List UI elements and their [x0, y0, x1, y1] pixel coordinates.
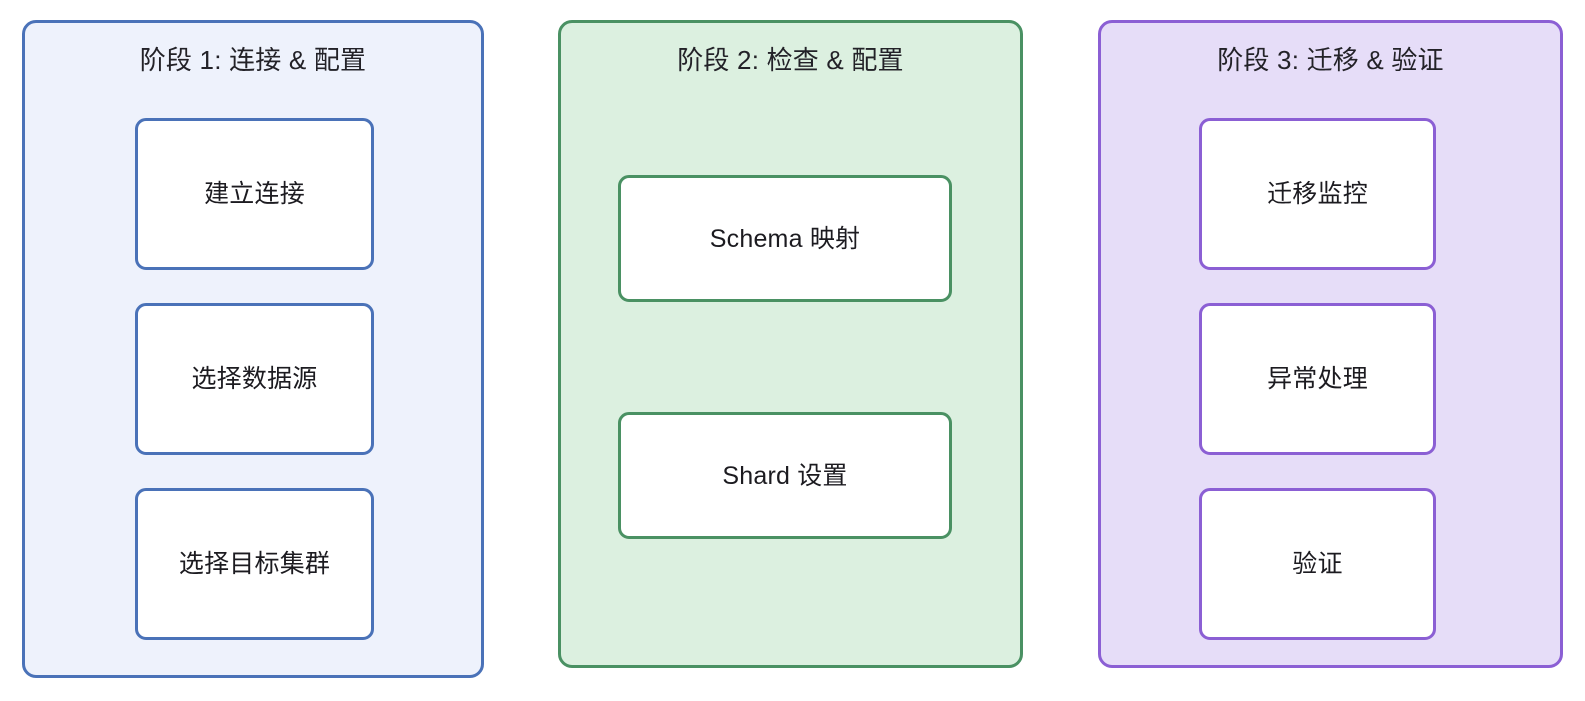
phase-1-step-2-select-data-source[interactable]: 选择数据源: [135, 303, 374, 455]
phase-1-step-1-establish-connection[interactable]: 建立连接: [135, 118, 374, 270]
phase-2-title: 阶段 2: 检查 & 配置: [677, 45, 904, 75]
phase-3-step-1-migration-monitoring[interactable]: 迁移监控: [1199, 118, 1436, 270]
phase-2-step-1-schema-mapping[interactable]: Schema 映射: [618, 175, 952, 302]
phase-panel-2: 阶段 2: 检查 & 配置 Schema 映射 Shard 设置: [558, 20, 1023, 668]
phase-panel-1: 阶段 1: 连接 & 配置 建立连接 选择数据源 选择目标集群: [22, 20, 484, 678]
phase-1-step-3-label: 选择目标集群: [178, 550, 331, 578]
phase-2-step-1-label: Schema 映射: [709, 224, 861, 253]
phase-panel-3: 阶段 3: 迁移 & 验证 迁移监控 异常处理 验证: [1098, 20, 1563, 668]
phase-3-step-2-exception-handling[interactable]: 异常处理: [1199, 303, 1436, 455]
phase-3-step-2-label: 异常处理: [1267, 365, 1368, 393]
phase-2-step-2-shard-settings[interactable]: Shard 设置: [618, 412, 952, 539]
phase-3-title: 阶段 3: 迁移 & 验证: [1217, 45, 1444, 75]
phase-1-title: 阶段 1: 连接 & 配置: [139, 45, 367, 75]
phase-1-step-3-select-target-cluster[interactable]: 选择目标集群: [135, 488, 374, 640]
phase-3-step-3-verification[interactable]: 验证: [1199, 488, 1436, 640]
phase-1-step-1-label: 建立连接: [204, 180, 305, 208]
phase-2-step-2-label: Shard 设置: [722, 461, 848, 490]
phase-1-step-2-label: 选择数据源: [191, 365, 318, 393]
phase-3-step-1-label: 迁移监控: [1267, 180, 1368, 208]
phase-3-step-3-label: 验证: [1292, 550, 1343, 578]
